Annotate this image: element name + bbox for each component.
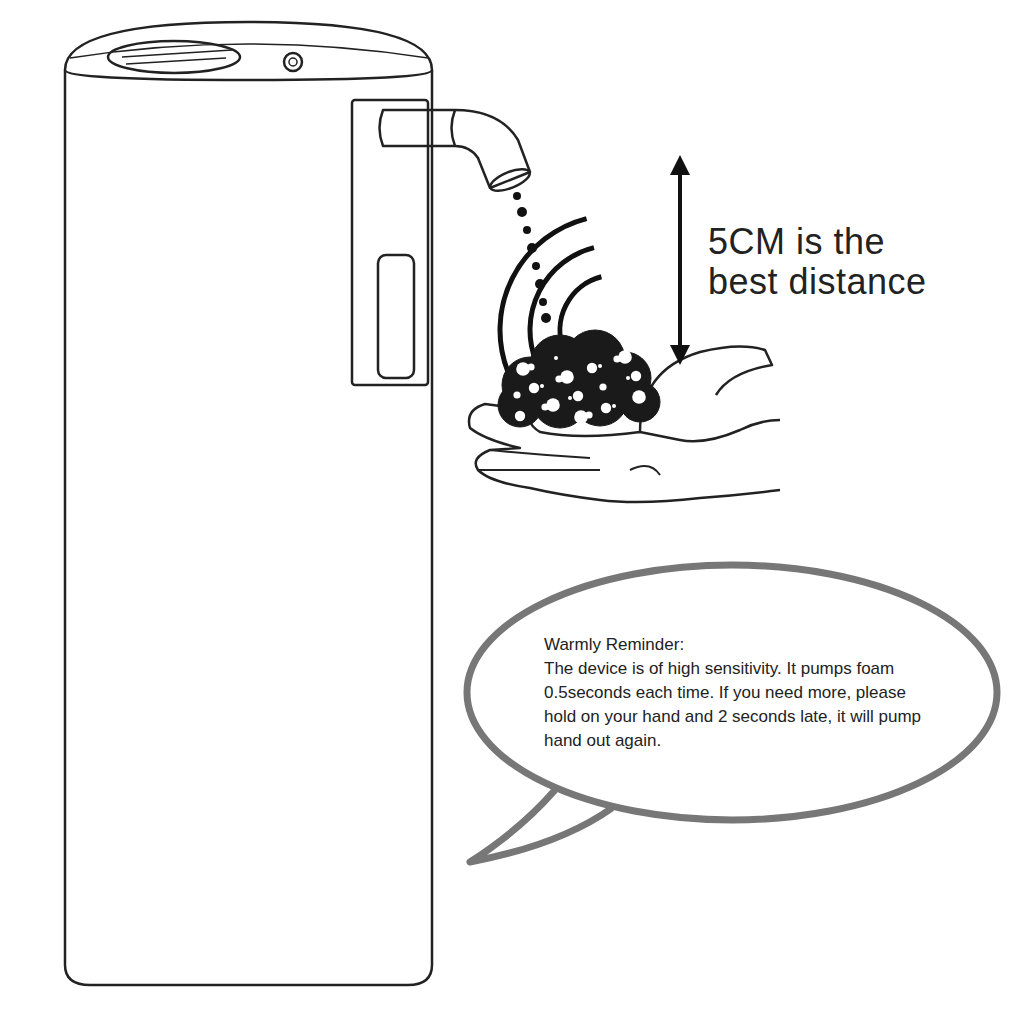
top-button — [108, 41, 240, 73]
distance-arrow — [678, 165, 682, 355]
dispenser-lid — [65, 22, 432, 80]
hand — [469, 346, 780, 502]
dispenser-body — [65, 70, 432, 985]
bubble-text: Warmly Reminder:The device is of high se… — [544, 633, 936, 753]
level-window — [378, 255, 414, 378]
distance-label: 5CM is the best distance — [708, 222, 936, 302]
reminder-heading: Warmly Reminder: — [544, 633, 936, 657]
reminder-body: The device is of high sensitivity. It pu… — [544, 657, 936, 753]
foam-drops — [513, 192, 551, 323]
foam — [498, 330, 660, 428]
spout — [380, 110, 531, 188]
speech-bubble: Warmly Reminder:The device is of high se… — [462, 560, 1002, 825]
sensor-panel — [352, 100, 428, 385]
indicator-light — [284, 53, 302, 71]
